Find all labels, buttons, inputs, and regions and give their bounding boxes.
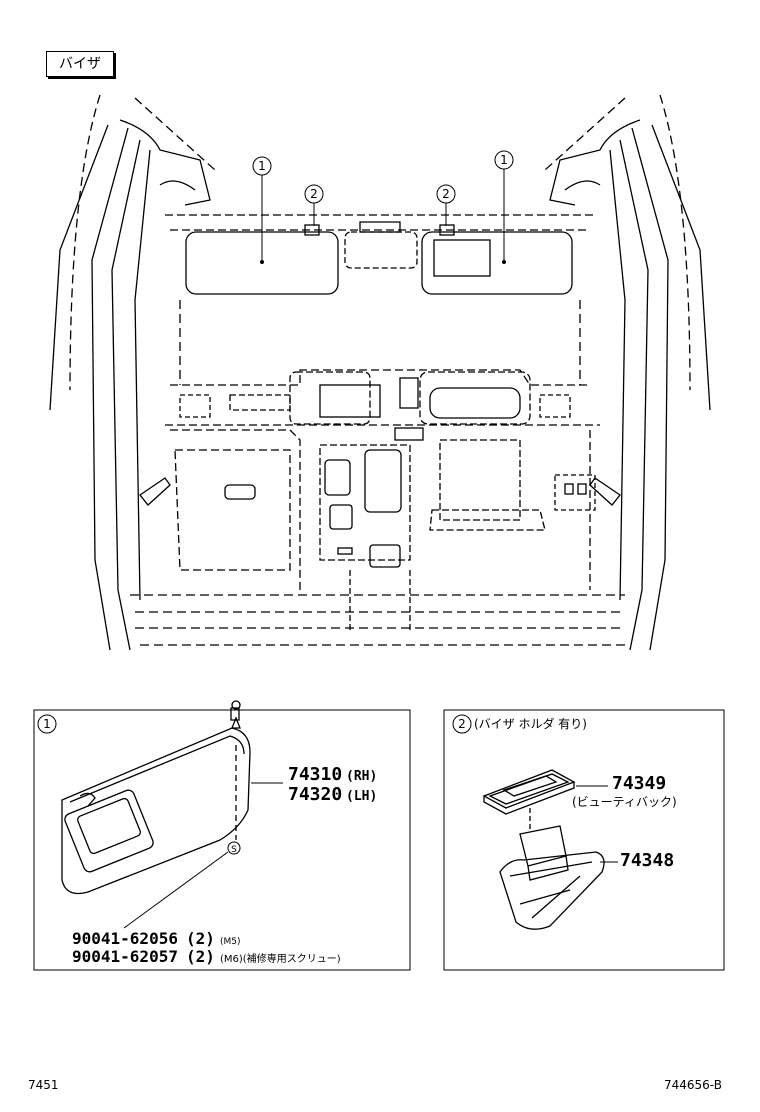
svg-text:2: 2 (310, 187, 318, 201)
svg-text:(RH): (RH) (346, 769, 377, 784)
screw-symbol: S (231, 845, 237, 855)
svg-text:1: 1 (43, 717, 51, 731)
overview-callouts (252, 150, 514, 264)
part-number-74348: 74348 (620, 850, 674, 871)
svg-text:(M6)(補修専用スクリュー): (M6)(補修専用スクリュー) (220, 952, 341, 965)
panel-visor-holder: 2 (バイザ ホルダ 有り) 74349 (ビューティバック) 74348 (443, 709, 725, 971)
screw-number-1: 90041-62056 (72, 929, 178, 948)
panel-visor-callout (37, 714, 57, 734)
sun-visor-illustration (61, 700, 251, 895)
overview-callout-numbers: 1 1 2 2 (258, 153, 508, 201)
panel-visor: 1 S 74310 (RH) 74320 (LH) 90041-62056 (2… (33, 700, 411, 971)
cabin-overview (49, 94, 711, 651)
svg-text:(2): (2) (186, 929, 215, 948)
panel-holder-callout (452, 714, 472, 734)
svg-text:1: 1 (258, 159, 266, 173)
part-number-74349: 74349 (612, 773, 666, 794)
section-tag: バイザ (46, 51, 114, 77)
part-number-74310: 74310 (288, 764, 342, 785)
svg-text:(ビューティバック): (ビューティバック) (572, 795, 677, 809)
screw-number-2: 90041-62057 (72, 947, 178, 966)
svg-text:1: 1 (500, 153, 508, 167)
svg-text:2: 2 (458, 717, 466, 731)
svg-text:(M5): (M5) (220, 937, 241, 947)
panel-holder-title: (バイザ ホルダ 有り) (474, 716, 587, 731)
group-code: 7451 (28, 1078, 59, 1092)
svg-text:(LH): (LH) (346, 789, 377, 804)
visor-holder-illustration (482, 769, 605, 930)
part-number-74320: 74320 (288, 784, 342, 805)
svg-text:2: 2 (442, 187, 450, 201)
svg-text:(2): (2) (186, 947, 215, 966)
illustration-code: 744656-B (664, 1078, 722, 1092)
